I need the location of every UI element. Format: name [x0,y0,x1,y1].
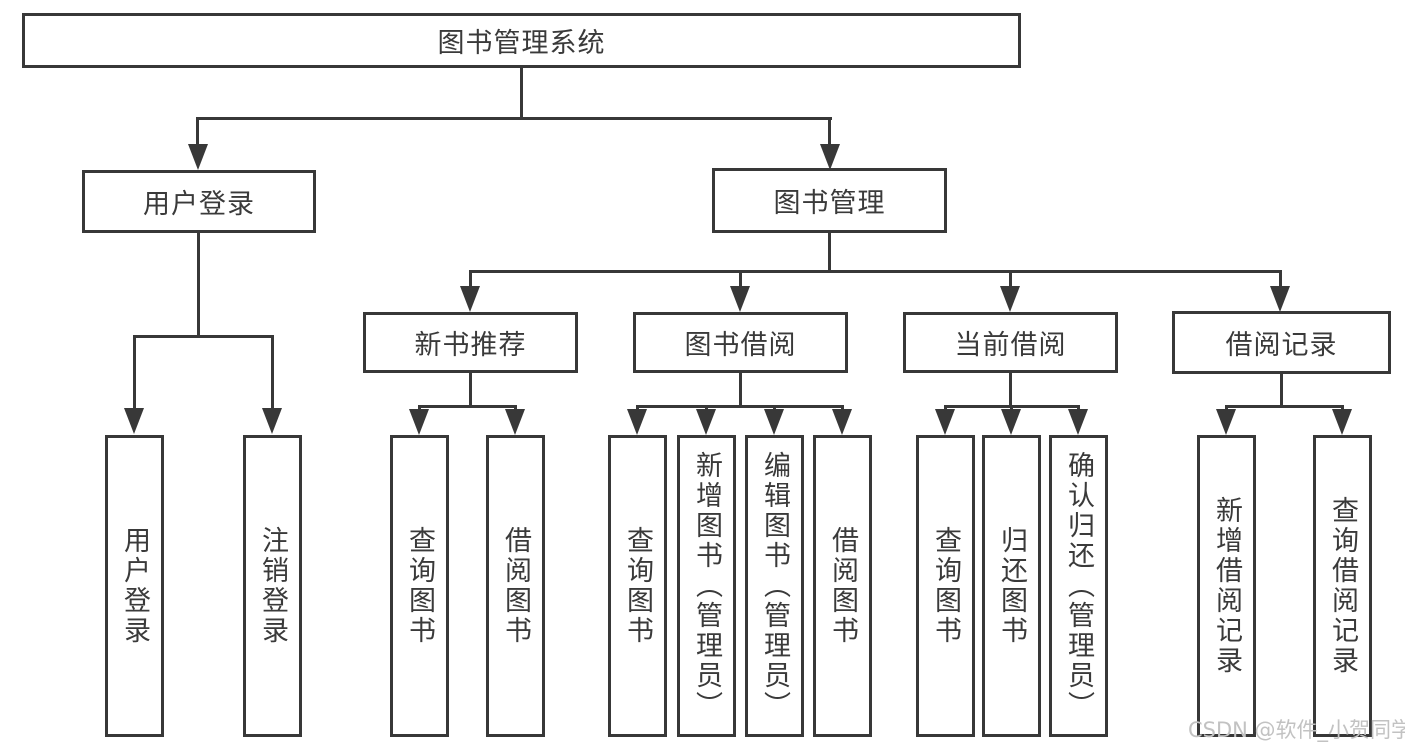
connector-drop-user-login [196,117,199,146]
arrow-g4-query-record [1332,409,1352,435]
connector-drop-borrowrecords [1279,270,1282,286]
leaf-current-confirm-return-admin: 确认归还（管理员） [1049,435,1108,737]
connector-g1-stub [469,373,472,407]
node-current-borrow: 当前借阅 [903,312,1118,373]
connector-g3-stub [1009,373,1012,407]
node-user-login: 用户登录 [82,170,316,233]
leaf-borrow-edit-books-admin: 编辑图书（管理员） [745,435,804,737]
connector-root-stub [520,68,523,117]
arrow-borrow-records [1270,286,1290,312]
arrow-leaf-user-login [124,408,144,434]
arrow-g3-query-books [935,409,955,435]
arrow-g2-add-books [696,409,716,435]
connector-drop-leaf-user-login [133,335,136,408]
connector-g2-stub [739,373,742,407]
connector-g1-hline [418,405,517,408]
connector-level2-hline [469,270,1281,273]
arrow-g2-edit-books [764,409,784,435]
connector-drop-leaf-logout [271,335,274,408]
leaf-logout: 注销登录 [243,435,302,737]
leaf-borrow-borrow-books: 借阅图书 [813,435,872,737]
connector-bookmgmt-stub [828,233,831,272]
connector-userlogin-stub [197,233,200,337]
arrow-g4-add-record [1216,409,1236,435]
node-book-management: 图书管理 [712,168,947,233]
connector-drop-book-mgmt [828,117,831,146]
arrow-user-login [188,144,208,170]
leaf-current-query-books: 查询图书 [916,435,975,737]
node-new-book-recommend: 新书推荐 [363,312,578,373]
arrow-book-borrow [730,286,750,312]
arrow-g3-confirm-return [1068,409,1088,435]
connector-userlogin-hline [133,335,274,338]
connector-drop-currentborrow [1009,270,1012,286]
connector-drop-bookborrow [739,270,742,286]
arrow-g1-borrow-books [505,409,525,435]
leaf-records-query-record: 查询借阅记录 [1313,435,1372,737]
arrow-g3-return-books [1001,409,1021,435]
leaf-borrow-query-books: 查询图书 [608,435,667,737]
arrow-book-mgmt [820,144,840,170]
node-library-system: 图书管理系统 [22,13,1021,68]
arrow-g2-borrow-books [832,409,852,435]
node-book-borrow: 图书借阅 [633,312,848,373]
leaf-newbook-query-books: 查询图书 [390,435,449,737]
leaf-newbook-borrow-books: 借阅图书 [486,435,545,737]
csdn-watermark: CSDN @软件_小贺同学 [1188,718,1405,742]
arrow-current-borrow [1000,286,1020,312]
leaf-borrow-add-books-admin: 新增图书（管理员） [677,435,736,737]
connector-drop-newbook [469,270,472,286]
leaf-user-login: 用户登录 [105,435,164,737]
connector-level1-hline [196,117,832,120]
leaf-records-add-record: 新增借阅记录 [1197,435,1256,737]
arrow-leaf-logout [262,408,282,434]
connector-g4-hline [1225,405,1343,408]
arrow-newbook-recommend [460,286,480,312]
arrow-g1-query-books [409,409,429,435]
arrow-g2-query-books [627,409,647,435]
connector-g2-hline [636,405,843,408]
node-borrow-records: 借阅记录 [1172,311,1391,374]
leaf-current-return-books: 归还图书 [982,435,1041,737]
connector-g4-stub [1280,374,1283,407]
